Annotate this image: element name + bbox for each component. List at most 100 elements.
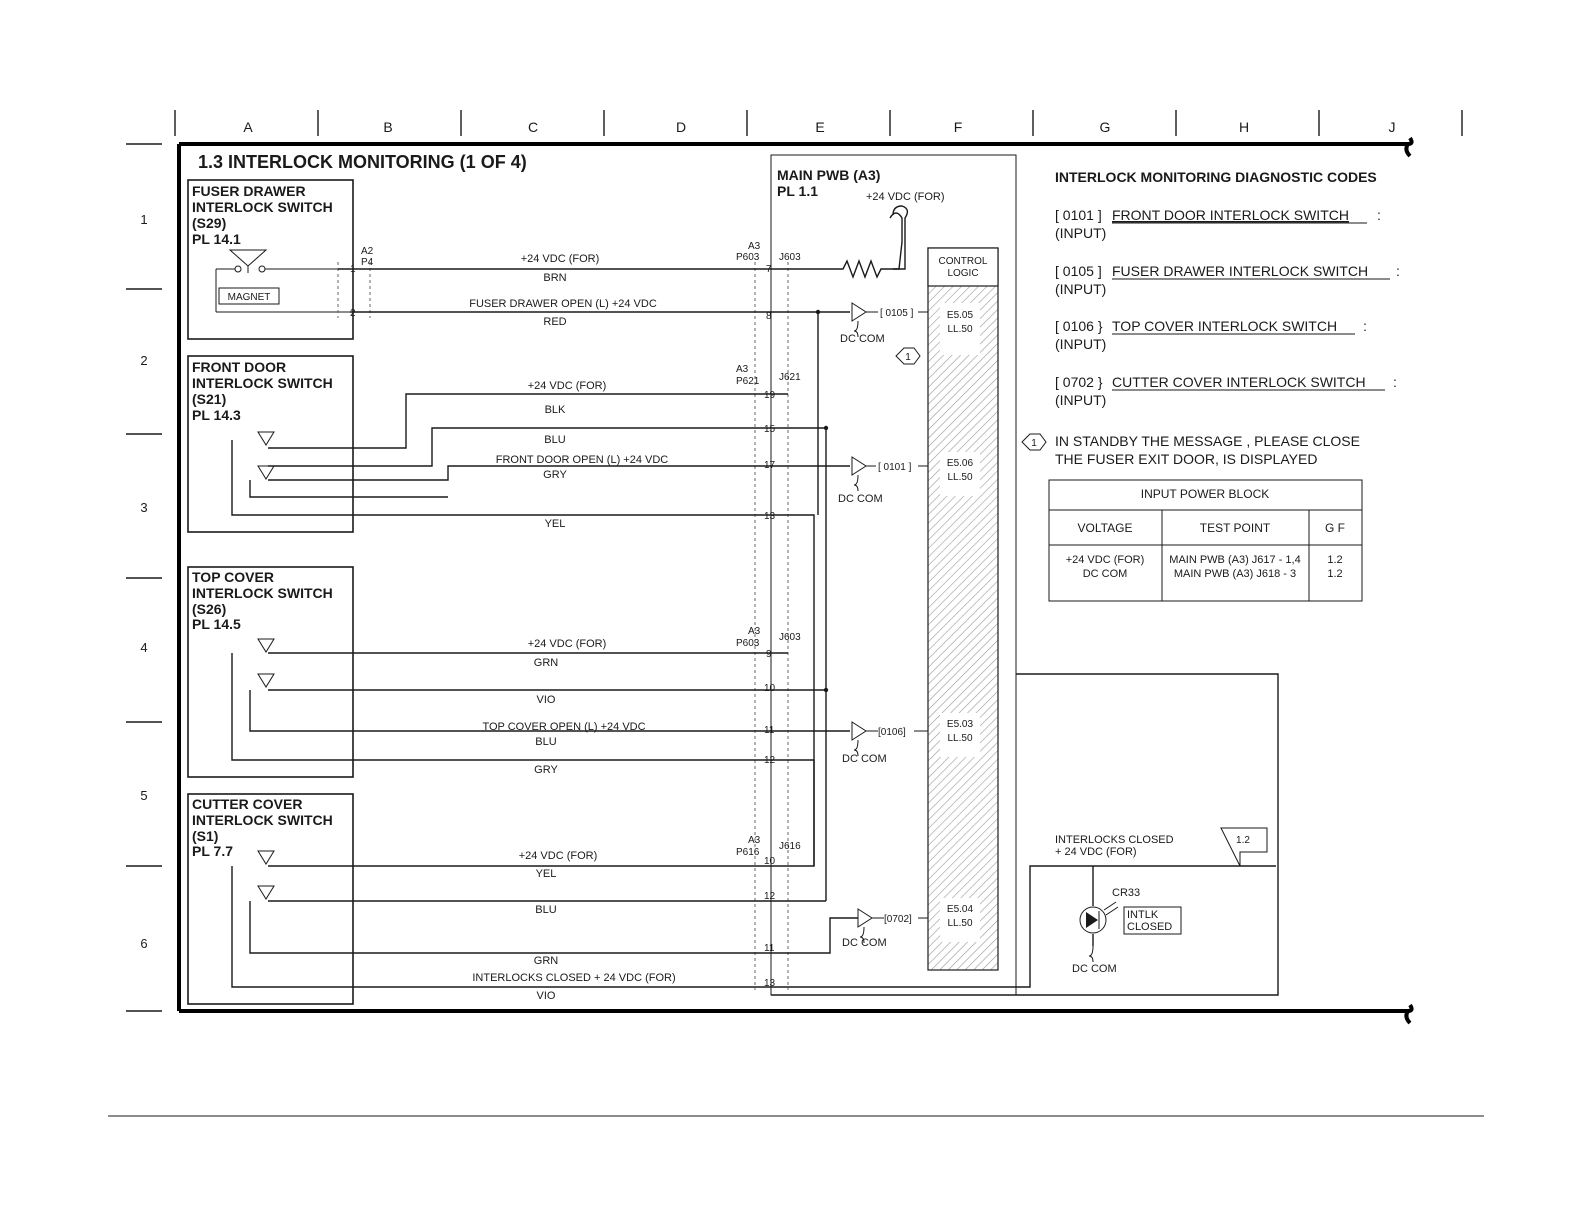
row-label-2: 2	[140, 353, 147, 368]
switch-ref: (S21)	[192, 391, 226, 407]
table-cell: MAIN PWB (A3) J617 - 1,4	[1169, 554, 1300, 566]
diag-name: FUSER DRAWER INTERLOCK SWITCH	[1112, 263, 1368, 279]
wire-color: BLK	[545, 404, 566, 416]
diag-name: FRONT DOOR INTERLOCK SWITCH	[1112, 207, 1349, 223]
signal-code: E5.06	[947, 458, 974, 469]
diag-code: [ 0106 }	[1055, 318, 1103, 334]
pin: 10	[764, 683, 776, 694]
pwb-supply: +24 VDC (FOR)	[866, 191, 945, 203]
input-power-table: INPUT POWER BLOCK VOLTAGE TEST POINT G F…	[1048, 479, 1363, 602]
diag-sep: :	[1363, 318, 1367, 334]
connector-labels: A2 P4 A3 P603 J603 A3 P621 J621 A3 P603 …	[361, 241, 801, 858]
switch-pl: PL 14.3	[192, 407, 241, 423]
wire-label: +24 VDC (FOR)	[521, 253, 600, 265]
diag-name: CUTTER COVER INTERLOCK SWITCH	[1112, 374, 1366, 390]
pin: 9	[766, 649, 772, 660]
switch-name-2: INTERLOCK SWITCH	[192, 812, 333, 828]
diag-sep: :	[1377, 207, 1381, 223]
pin: 2	[350, 308, 356, 319]
pwb-title: MAIN PWB (A3)	[777, 167, 880, 183]
wire-color: BRN	[543, 272, 566, 284]
diag-type: (INPUT)	[1055, 392, 1106, 408]
pin: 11	[764, 943, 775, 954]
row-ruler: 1 2 3 4 5 6	[126, 143, 162, 1012]
signal-code: E5.04	[947, 904, 974, 915]
wire-label: TOP COVER OPEN (L) +24 VDC	[482, 721, 645, 733]
wire-color: VIO	[537, 990, 556, 1002]
signal-code: E5.03	[947, 719, 974, 730]
switch-ref: (S29)	[192, 215, 226, 231]
column-label-a: A	[243, 119, 253, 135]
switch-name: TOP COVER	[192, 569, 274, 585]
flag-label: 1.2	[1236, 835, 1250, 846]
column-label-j: J	[1389, 119, 1396, 135]
dc-com-label: DC COM	[842, 937, 887, 949]
note-line-1: IN STANDBY THE MESSAGE , PLEASE CLOSE	[1055, 433, 1360, 449]
switch-pl: PL 14.1	[192, 231, 241, 247]
diag-code: [ 0702 }	[1055, 374, 1103, 390]
column-label-d: D	[676, 119, 686, 135]
led-label: INTERLOCKS CLOSED	[1055, 834, 1174, 846]
pin: 19	[764, 390, 776, 401]
table-cell: 1.2	[1327, 568, 1342, 580]
table-header: TEST POINT	[1200, 521, 1271, 535]
column-label-g: G	[1100, 119, 1111, 135]
wire-color: BLU	[535, 904, 556, 916]
wire-label: FUSER DRAWER OPEN (L) +24 VDC	[469, 298, 657, 310]
diag-code: [ 0105 ]	[880, 308, 914, 319]
row-label-6: 6	[140, 936, 147, 951]
dc-com-label: DC COM	[842, 753, 887, 765]
wire-color: RED	[543, 316, 566, 328]
switch-name: FRONT DOOR	[192, 359, 286, 375]
column-label-h: H	[1239, 119, 1249, 135]
a2-label: A2	[361, 246, 374, 257]
wire-label: +24 VDC (FOR)	[519, 850, 598, 862]
a3-label: A3	[748, 626, 761, 637]
drawing-frame	[108, 136, 1484, 1117]
row-label-4: 4	[140, 640, 147, 655]
row-label-5: 5	[140, 788, 147, 803]
switch-name-2: INTERLOCK SWITCH	[192, 585, 333, 601]
diag-type: (INPUT)	[1055, 225, 1106, 241]
signal-ll: LL.50	[947, 733, 972, 744]
diag-code: [0702]	[884, 914, 912, 925]
table-cell: MAIN PWB (A3) J618 - 3	[1174, 568, 1296, 580]
wire-color: YEL	[545, 518, 566, 530]
p603-label: P603	[736, 638, 760, 649]
cutter-cover-switch-box: CUTTER COVER INTERLOCK SWITCH (S1) PL 7.…	[187, 793, 354, 1005]
table-cell: 1.2	[1327, 554, 1342, 566]
signal-ll: LL.50	[947, 472, 972, 483]
wire-color: BLU	[535, 736, 556, 748]
j616-label: J616	[779, 841, 801, 852]
wire-color: BLU	[544, 434, 565, 446]
wire-color: GRN	[534, 657, 559, 669]
magnet-label: MAGNET	[228, 292, 271, 303]
pin: 15	[764, 424, 776, 435]
j603-label: J603	[779, 632, 801, 643]
pin: 12	[764, 891, 776, 902]
note-marker: 1	[1031, 438, 1037, 449]
diag-type: (INPUT)	[1055, 336, 1106, 352]
p603-label: P603	[736, 252, 760, 263]
signal-code: E5.05	[947, 310, 974, 321]
wire-color: YEL	[536, 868, 557, 880]
table-cell: +24 VDC (FOR)	[1066, 554, 1145, 566]
wire-labels: +24 VDC (FOR) BRN FUSER DRAWER OPEN (L) …	[469, 253, 675, 1002]
wire-label: +24 VDC (FOR)	[528, 638, 607, 650]
top-cover-switch-box: TOP COVER INTERLOCK SWITCH (S26) PL 14.5	[187, 566, 354, 778]
diagnostic-codes: INTERLOCK MONITORING DIAGNOSTIC CODES [ …	[1021, 169, 1400, 467]
diag-heading: INTERLOCK MONITORING DIAGNOSTIC CODES	[1055, 169, 1377, 185]
p621-label: P621	[736, 376, 760, 387]
front-door-switch-box: FRONT DOOR INTERLOCK SWITCH (S21) PL 14.…	[187, 355, 354, 533]
connector-lines	[337, 262, 789, 990]
column-label-f: F	[954, 119, 963, 135]
wire-color: GRN	[534, 955, 559, 967]
note-marker: 1	[905, 352, 911, 363]
diag-code: [ 0101 ]	[878, 462, 912, 473]
control-logic-label-2: LOGIC	[947, 268, 978, 279]
dc-com-label: DC COM	[1072, 963, 1117, 975]
column-ruler: A B C D E F G H J	[174, 110, 1463, 136]
wire-label: INTERLOCKS CLOSED + 24 VDC (FOR)	[472, 972, 675, 984]
wire-color: VIO	[537, 694, 556, 706]
